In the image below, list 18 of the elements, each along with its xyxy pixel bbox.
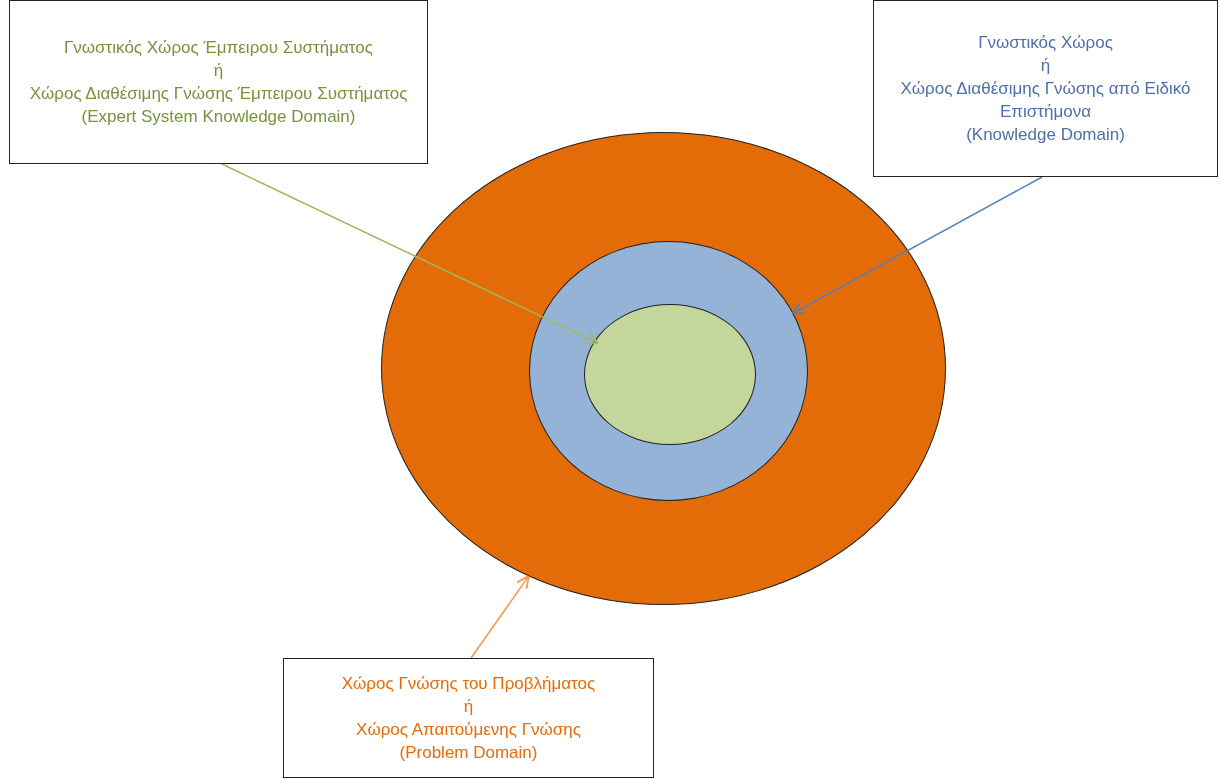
callout-box	[283, 658, 654, 778]
callout-text: Χώρος Διαθέσιμης Γνώσης από Ειδικό Επιστήμονα	[899, 78, 1192, 123]
callout-text: Γνωστικός Χώρος	[978, 32, 1113, 54]
callout-text: Χώρος Διαθέσιμης Γνώσης Έμπειρου Συστήματος	[29, 83, 408, 105]
callout-box	[9, 0, 428, 164]
callout-text: Χώρος Απαιτούμενης Γνώσης	[356, 719, 581, 741]
leader-arrow	[470, 575, 530, 659]
callout-text: Χώρος Γνώσης του Προβλήματος	[341, 673, 596, 695]
callout-text: ή	[1040, 55, 1051, 77]
callout-text: ή	[463, 696, 474, 718]
callout-text: Γνωστικός Χώρος Έμπειρου Συστήματος	[64, 37, 373, 59]
callout-box	[873, 0, 1218, 177]
callout-text: (Problem Domain)	[399, 742, 538, 764]
callout-text: (Expert System Knowledge Domain)	[81, 106, 356, 128]
leader-arrow	[791, 176, 1043, 315]
callout-text: (Knowledge Domain)	[966, 124, 1125, 146]
callout-text: ή	[213, 60, 224, 82]
leader-arrow	[221, 163, 599, 345]
